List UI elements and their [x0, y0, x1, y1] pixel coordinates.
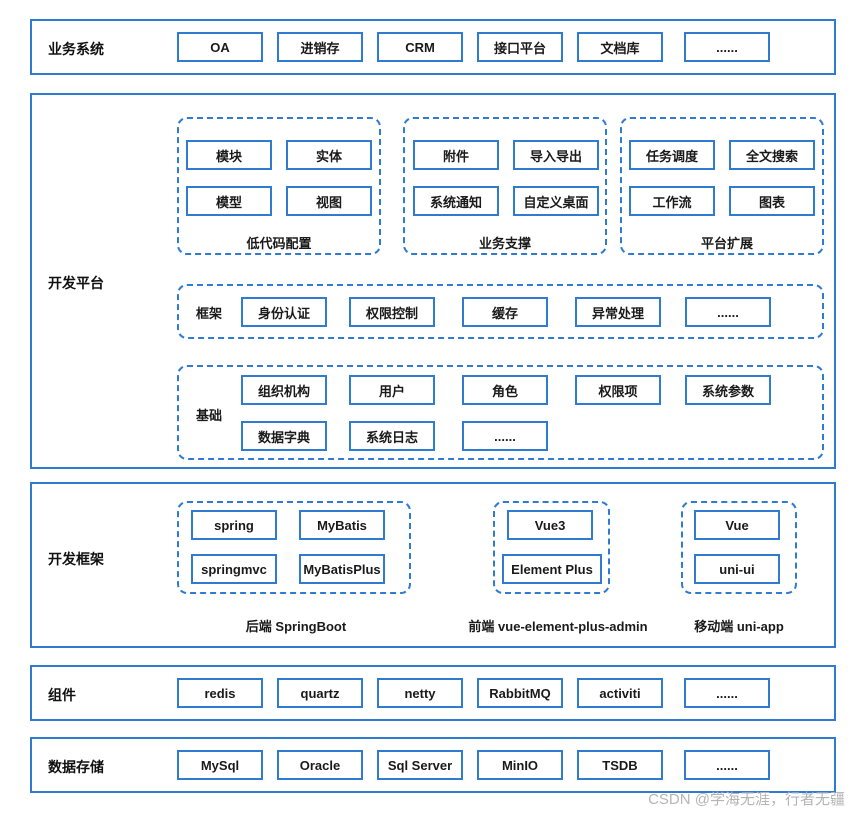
- backend-caption: 后端 SpringBoot: [245, 619, 347, 634]
- foundation-item: 角色: [462, 375, 548, 405]
- component-item: quartz: [277, 678, 363, 708]
- business-item: 进销存: [277, 32, 363, 62]
- framework-item: 身份认证: [241, 297, 327, 327]
- lowcode-item: 视图: [286, 186, 372, 216]
- frontend-item: Element Plus: [502, 554, 602, 584]
- foundation-item: 系统参数: [685, 375, 771, 405]
- component-item: redis: [177, 678, 263, 708]
- foundation-item: ......: [462, 421, 548, 451]
- storage-item: TSDB: [577, 750, 663, 780]
- mobile-item: Vue: [694, 510, 780, 540]
- foundation-item: 用户: [349, 375, 435, 405]
- storage-item: MySql: [177, 750, 263, 780]
- support-item: 导入导出: [513, 140, 599, 170]
- foundation-group-label: 基础: [196, 408, 223, 423]
- mobile-caption: 移动端 uni-app: [694, 619, 784, 634]
- storage-item: Sql Server: [377, 750, 463, 780]
- storage-layer-title: 数据存储: [48, 759, 104, 775]
- extension-item: 图表: [729, 186, 815, 216]
- support-group-label: 业务支撑: [478, 236, 532, 251]
- mobile-item: uni-ui: [694, 554, 780, 584]
- lowcode-item: 实体: [286, 140, 372, 170]
- support-item: 自定义桌面: [513, 186, 599, 216]
- extension-item: 工作流: [629, 186, 715, 216]
- business-item: ......: [684, 32, 770, 62]
- component-item: ......: [684, 678, 770, 708]
- extension-group-label: 平台扩展: [700, 236, 754, 251]
- framework-group-label: 框架: [196, 306, 223, 321]
- business-item: CRM: [377, 32, 463, 62]
- component-item: activiti: [577, 678, 663, 708]
- csdn-watermark: CSDN @学海无涯，行者无疆: [648, 791, 845, 808]
- extension-item: 任务调度: [629, 140, 715, 170]
- lowcode-group-label: 低代码配置: [246, 236, 312, 251]
- business-item: 接口平台: [477, 32, 563, 62]
- component-item: RabbitMQ: [477, 678, 563, 708]
- framework-item: 异常处理: [575, 297, 661, 327]
- storage-item: MinIO: [477, 750, 563, 780]
- backend-item: spring: [191, 510, 277, 540]
- component-item: netty: [377, 678, 463, 708]
- business-layer-title: 业务系统: [48, 41, 104, 57]
- business-item: 文档库: [577, 32, 663, 62]
- backend-item: MyBatisPlus: [299, 554, 385, 584]
- support-item: 系统通知: [413, 186, 499, 216]
- lowcode-item: 模型: [186, 186, 272, 216]
- foundation-item: 系统日志: [349, 421, 435, 451]
- devplatform-layer-title: 开发平台: [48, 275, 104, 291]
- framework-item: 权限控制: [349, 297, 435, 327]
- devframework-layer-title: 开发框架: [48, 551, 104, 567]
- components-layer-title: 组件: [48, 687, 76, 703]
- frontend-caption: 前端 vue-element-plus-admin: [468, 619, 648, 634]
- storage-item: ......: [684, 750, 770, 780]
- frontend-item: Vue3: [507, 510, 593, 540]
- foundation-item: 权限项: [575, 375, 661, 405]
- foundation-item: 组织机构: [241, 375, 327, 405]
- backend-item: MyBatis: [299, 510, 385, 540]
- business-item: OA: [177, 32, 263, 62]
- framework-item: ......: [685, 297, 771, 327]
- lowcode-item: 模块: [186, 140, 272, 170]
- support-item: 附件: [413, 140, 499, 170]
- foundation-item: 数据字典: [241, 421, 327, 451]
- extension-item: 全文搜索: [729, 140, 815, 170]
- framework-item: 缓存: [462, 297, 548, 327]
- storage-item: Oracle: [277, 750, 363, 780]
- backend-item: springmvc: [191, 554, 277, 584]
